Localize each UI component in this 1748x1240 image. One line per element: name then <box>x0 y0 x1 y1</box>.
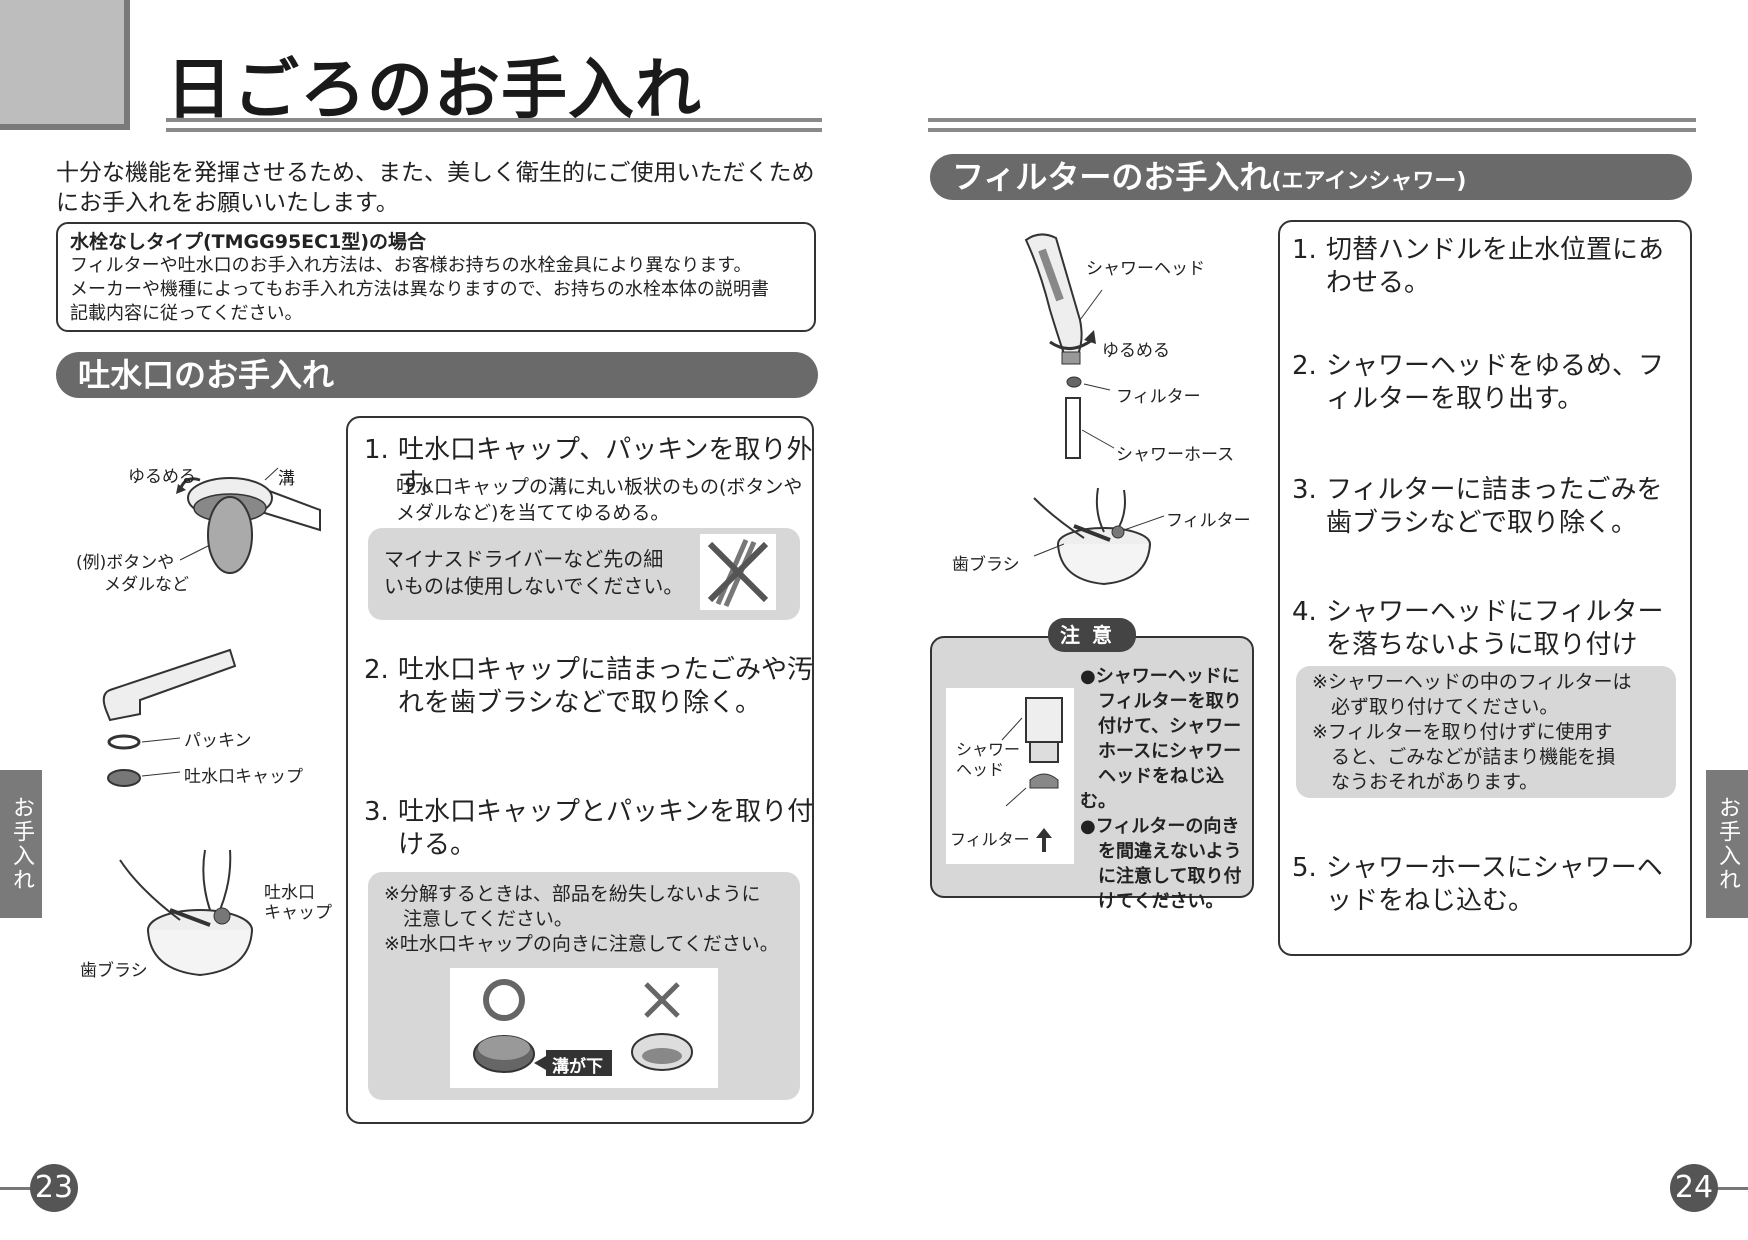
prohibited-screwdriver-icon <box>700 534 776 610</box>
label-brush: 歯ブラシ <box>80 961 148 981</box>
notes-text-4: ※シャワーヘッドの中のフィルターは 必ず取り付けてください。 ※フィルターを取り… <box>1312 671 1632 793</box>
spout-step-1: 1. 吐水口キャップ、パッキンを取り外す。 <box>364 435 813 498</box>
intro-text: 十分な機能を発揮させるため、また、美しく衛生的にご使用いただくためにお手入れをお… <box>56 160 815 216</box>
label-filter: フィルター <box>1116 387 1201 407</box>
page-number-rule-right <box>1708 1187 1748 1190</box>
label-packing: パッキン <box>184 731 252 751</box>
label-example2: メダルなど <box>104 575 189 595</box>
note-line: フィルターや吐水口のお手入れ方法は、お客様お持ちの水栓金具により異なります。 <box>70 255 752 276</box>
shower-head-illustration <box>1024 233 1115 459</box>
notes-text-3: ※分解するときは、部品を紛失しないように 注意してください。 ※吐水口キャップの… <box>384 883 779 955</box>
label-loosen: ゆるめる <box>128 467 196 487</box>
note-box: 水栓なしタイプ(TMGG95EC1型)の場合 フィルターや吐水口のお手入れ方法は… <box>56 222 816 332</box>
side-tab-left: お手入れ <box>0 770 42 918</box>
filter-step-5: 5. シャワーホースにシャワーヘッドをねじ込む。 <box>1292 853 1663 916</box>
cap-orientation-illustration <box>450 968 718 1088</box>
page-number-left: 23 <box>30 1164 78 1212</box>
label-cap2b: キャップ <box>264 903 332 923</box>
faucet-cap-illustration <box>176 467 321 574</box>
caution-label-head1: シャワー <box>956 740 1021 759</box>
label-filter2: フィルター <box>1166 511 1251 531</box>
filter-step-1: 1. 切替ハンドルを止水位置にあわせる。 <box>1292 235 1665 298</box>
caution-label-head2: ヘッド <box>956 760 1005 779</box>
spout-step-1-sub: 吐水口キャップの溝に丸い板状のもの(ボタンやメダルなど)を当ててゆるめる。 <box>396 476 803 524</box>
side-tab-right: お手入れ <box>1706 770 1748 918</box>
filter-step-2: 2. シャワーヘッドをゆるめ、フィルターを取り出す。 <box>1292 351 1665 414</box>
spout-step-3: 3. 吐水口キャップとパッキンを取り付ける。 <box>364 797 814 860</box>
title-rule-right <box>928 118 1696 132</box>
label-brush-right: 歯ブラシ <box>952 555 1020 575</box>
label-hose: シャワーホース <box>1116 445 1235 465</box>
title-decoration <box>0 0 130 130</box>
section-title: 吐水口のお手入れ <box>78 356 335 394</box>
section-title-suffix: (エアインシャワー) <box>1271 169 1467 194</box>
caution-label-filter: フィルター <box>950 830 1030 849</box>
label-example: (例)ボタンや <box>76 553 175 573</box>
brush-cleaning-illustration <box>119 849 253 977</box>
page-number-rule-left <box>0 1187 40 1190</box>
filter-steps-box <box>1278 220 1692 956</box>
note-line: メーカーや機種によってもお手入れ方法は異なりますので、お持ちの水栓本体の説明書 <box>70 279 769 300</box>
page-title: 日ごろのお手入れ <box>166 51 702 128</box>
section-bar-filter: フィルターのお手入れ(エアインシャワー) <box>930 154 1692 200</box>
caution-diagram <box>946 688 1074 864</box>
label-shower-head: シャワーヘッド <box>1086 259 1205 279</box>
title-rule-left <box>166 118 822 132</box>
spout-steps-box <box>346 416 814 1124</box>
section-title: フィルターのお手入れ <box>952 158 1272 196</box>
warning-text-1: マイナスドライバーなど先の細 いものは使用しないでください。 <box>384 547 684 598</box>
label-cap: 吐水口キャップ <box>184 767 303 787</box>
spout-step-2: 2. 吐水口キャップに詰まったごみや汚れを歯ブラシなどで取り除く。 <box>364 655 813 718</box>
page-number-right: 24 <box>1670 1164 1718 1212</box>
label-loosen-right: ゆるめる <box>1102 341 1170 361</box>
filter-cleaning-illustration <box>1033 487 1165 586</box>
note-line: 記載内容に従ってください。 <box>70 303 303 324</box>
label-cap2a: 吐水口 <box>264 883 315 903</box>
section-bar-spout: 吐水口のお手入れ <box>56 352 818 398</box>
filter-step-3: 3. フィルターに詰まったごみを歯ブラシなどで取り除く。 <box>1292 475 1663 538</box>
notes-box-4 <box>1296 666 1676 798</box>
caution-text: ●シャワーヘッドに フィルターを取り 付けて、シャワー ホースにシャワー ヘッド… <box>1080 666 1242 912</box>
caution-heading: 注意 <box>1048 618 1136 652</box>
label-groove-down: 溝が下 <box>552 1057 603 1077</box>
label-groove: 溝 <box>278 469 295 489</box>
note-heading: 水栓なしタイプ(TMGG95EC1型)の場合 <box>70 231 427 253</box>
spout-parts-illustration <box>102 648 237 787</box>
